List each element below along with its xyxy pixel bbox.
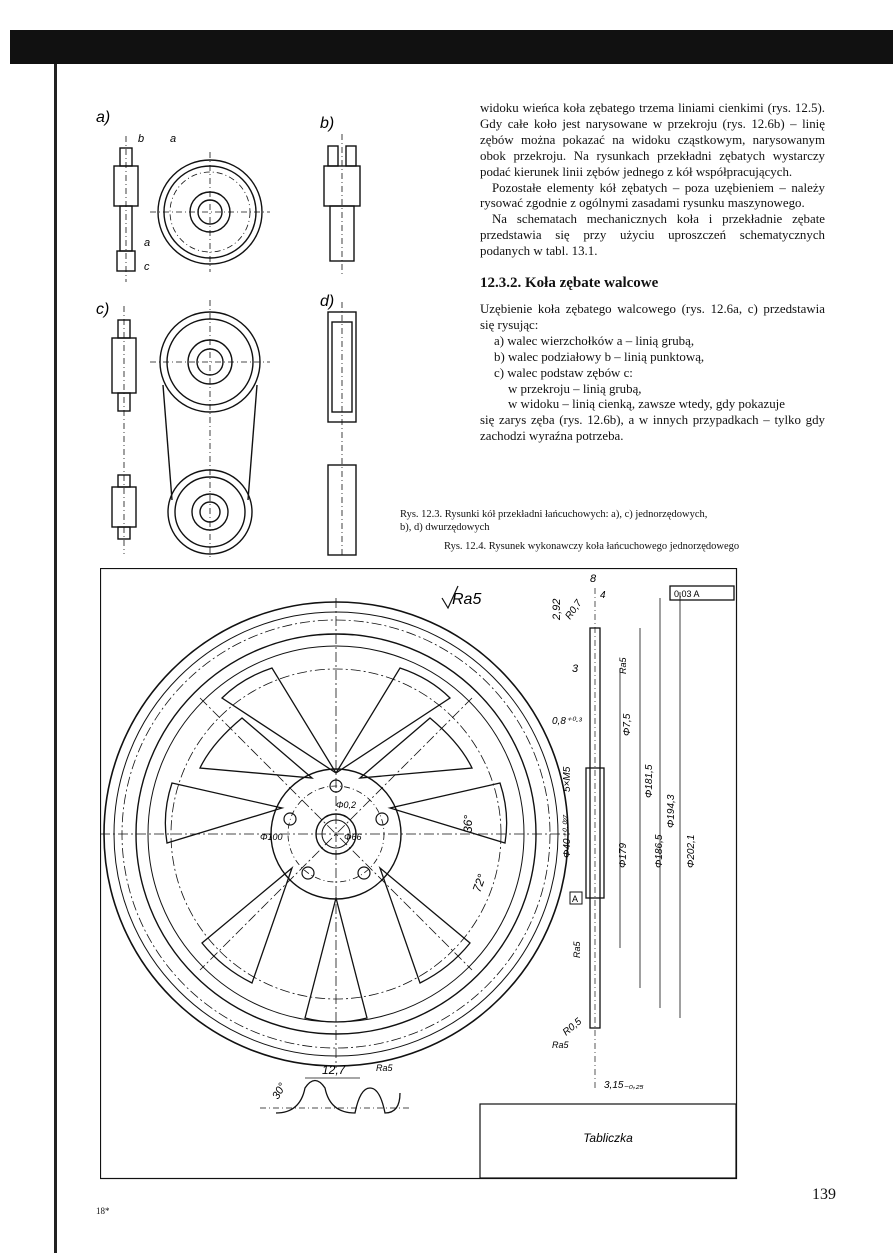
datum-box: [569, 891, 583, 905]
dim-3: 3: [572, 663, 579, 675]
dim-40: Φ40⁺⁰·⁰²⁷: [562, 815, 573, 858]
right-text-column: widoku wieńca koła zębatego trzema linia…: [480, 101, 825, 445]
rule-list: a) walec wierzchołków a – linią grubą, b…: [480, 334, 825, 414]
title-block-label: Tabliczka: [583, 1131, 633, 1145]
drawing-frame: [100, 568, 738, 1180]
dim-186-5: Φ186,5: [654, 834, 665, 868]
list-item: w przekroju – linią grubą,: [508, 381, 642, 396]
paragraph-2: Pozostałe elementy kół zębatych – poza u…: [480, 180, 825, 211]
tooth-profile: [260, 1077, 410, 1114]
page-top-band: [10, 30, 893, 64]
main-roughness: Ra5: [452, 591, 481, 608]
roughness-b: Ra5: [572, 940, 582, 958]
label-d: d): [320, 293, 334, 310]
dim-r0-7: R0,7: [563, 598, 584, 622]
caption-fig-12-4: Rys. 12.4. Rysunek wykonawczy koła łańcu…: [444, 541, 740, 552]
figure-12-4-drawing: Tabliczka: [100, 568, 738, 1180]
figure-12-3-drawing: a) b) c) d) b a a c: [96, 109, 361, 560]
dim-36-deg: 36°: [461, 815, 475, 833]
dim-12-7: 12,7: [322, 1063, 347, 1077]
page-number: 139: [812, 1186, 836, 1203]
dim-r0-5: R0,5: [561, 1016, 585, 1038]
list-item: w widoku – linią cienką, zawsze wtedy, g…: [508, 397, 785, 412]
dim-4: 4: [600, 590, 606, 601]
tolerance-frame: 0,03 A: [674, 589, 700, 599]
paragraph-4: Uzębienie koła zębatego walcowego (rys. …: [480, 301, 825, 332]
dim-7-5: Φ7,5: [622, 713, 633, 736]
roughness-a: Ra5: [618, 656, 628, 674]
bolt-hole: [375, 812, 389, 826]
sprocket-a-outer: [157, 159, 263, 265]
dim-5xm5: 5×M5: [562, 766, 573, 792]
mark-a: a: [144, 237, 150, 249]
mark-c: c: [144, 261, 150, 273]
dim-66: Φ66: [344, 832, 362, 842]
dim-2-92: 2,92: [551, 599, 563, 621]
list-item: b) walec podziałowy b – linią punktową,: [494, 349, 705, 364]
dim-8: 8: [590, 573, 597, 585]
title-block: [479, 1103, 737, 1179]
label-c: c): [96, 301, 109, 318]
figure-12-3: a) b) c) d) b a a c: [90, 100, 390, 560]
dim-3-15: 3,15₋₀,₂₅: [604, 1080, 644, 1091]
paragraph-1: widoku wieńca koła zębatego trzema linia…: [480, 101, 825, 179]
datum-a: A: [572, 894, 578, 904]
roughness-c: Ra5: [552, 1040, 570, 1050]
spoke-cutouts: [164, 667, 508, 1023]
dim-202-1: Φ202,1: [686, 835, 697, 868]
label-b: b): [320, 115, 334, 132]
signature-mark: 18*: [96, 1206, 110, 1216]
mark-a-top: a: [170, 133, 176, 145]
dim-02: Φ0,2: [336, 800, 356, 810]
caption-fig-12-3: Rys. 12.3. Rysunki kół przekładni łańcuc…: [400, 509, 708, 533]
dim-0-8: 0,8⁺⁰·³: [552, 716, 583, 727]
dim-179: Φ179: [618, 843, 629, 868]
bolt-hole: [283, 812, 297, 826]
tooth-roughness: Ra5: [376, 1063, 394, 1073]
mark-b: b: [138, 133, 144, 145]
bolt-hole: [357, 866, 371, 880]
roughness-icon: [441, 585, 459, 610]
binding-edge: [54, 64, 57, 1253]
list-item: a) walec wierzchołków a – linią grubą,: [494, 333, 695, 348]
list-item: c) walec podstaw zębów c:: [494, 365, 633, 380]
paragraph-3: Na schematach mechanicznych koła i przek…: [480, 212, 825, 259]
section-view: [585, 585, 735, 1088]
dim-194-3: Φ194,3: [666, 794, 677, 828]
dim-100: Φ100: [260, 832, 283, 842]
bolt-hole: [301, 866, 315, 880]
figure-12-4: Tabliczka: [100, 568, 740, 1180]
section-heading: 12.3.2. Koła zębate walcowe: [480, 275, 659, 292]
dim-72-deg: 72°: [470, 872, 489, 894]
dim-30-deg: 30°: [270, 1081, 289, 1102]
dim-181-5: Φ181,5: [644, 764, 655, 798]
paragraph-5: się zarys zęba (rys. 12.6b), a w innych …: [480, 413, 825, 444]
label-a: a): [96, 109, 110, 126]
